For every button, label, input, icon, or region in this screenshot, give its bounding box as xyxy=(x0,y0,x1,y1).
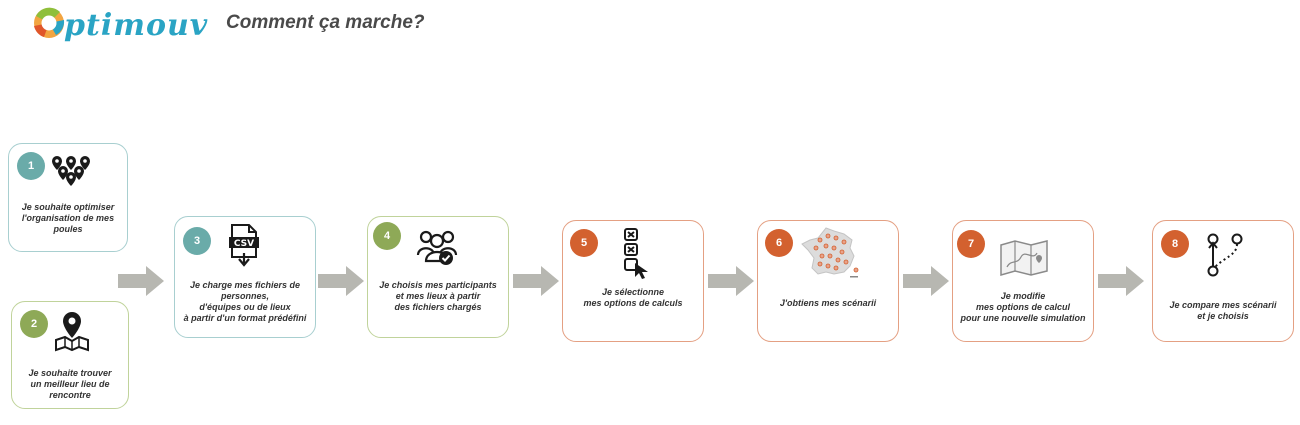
logo-text: ptimouv xyxy=(64,8,209,43)
flow-arrow xyxy=(118,266,164,296)
step-number-badge: 5 xyxy=(570,229,598,257)
france-map-icon xyxy=(801,227,859,278)
flow-arrow xyxy=(513,266,559,296)
step-description: Je modifie mes options de calcul pour un… xyxy=(960,291,1086,323)
branch-compare-icon xyxy=(1207,233,1243,277)
flow-arrow xyxy=(318,266,364,296)
svg-text:CSV: CSV xyxy=(234,239,254,249)
step-number-badge: 3 xyxy=(183,227,211,255)
step-description: Je souhaite trouver un meilleur lieu de … xyxy=(28,368,112,400)
step-number-badge: 7 xyxy=(957,230,985,258)
step-description: Je compare mes scénarii et je choisis xyxy=(1169,300,1277,321)
step-description: Je choisis mes participants et mes lieux… xyxy=(379,280,497,312)
page-title: Comment ça marche? xyxy=(226,12,425,33)
step-description: Je charge mes fichiers de personnes, d'é… xyxy=(183,280,307,323)
checkbox-select-icon xyxy=(624,228,648,279)
multiple-location-pins-icon xyxy=(52,156,90,186)
step-number-badge: 6 xyxy=(765,229,793,257)
step-card-3: 3 CSV Je charge mes fichiers de personne… xyxy=(174,216,316,338)
flow-arrow xyxy=(903,266,949,296)
step-card-5: 5 Je sélectionne mes options de calculs xyxy=(562,220,704,342)
step-number-badge: 1 xyxy=(17,152,45,180)
logo-o-icon xyxy=(34,7,65,38)
step-number-badge: 4 xyxy=(373,222,401,250)
map-pin-icon xyxy=(55,312,89,352)
step-number-badge: 8 xyxy=(1161,230,1189,258)
step-card-2: 2 Je souhaite trouver un meilleur lieu d… xyxy=(11,301,129,409)
step-card-7: 7 Je modifie mes options de calcul pour … xyxy=(952,220,1094,342)
users-check-icon xyxy=(416,230,458,265)
flow-arrow xyxy=(708,266,754,296)
flow-arrow xyxy=(1098,266,1144,296)
step-number-badge: 2 xyxy=(20,310,48,338)
step-description: J'obtiens mes scénarii xyxy=(779,298,877,308)
step-description: Je souhaite optimiser l'organisation de … xyxy=(21,202,115,234)
folded-map-icon xyxy=(1000,240,1048,276)
csv-file-icon: CSV xyxy=(229,224,259,267)
step-description: Je sélectionne mes options de calculs xyxy=(583,287,683,308)
step-card-8: 8 Je compare mes scénarii et je choisis xyxy=(1152,220,1294,342)
logo: ptimouv xyxy=(30,2,207,50)
step-card-4: 4 Je choisis mes participants et mes lie… xyxy=(367,216,509,338)
step-card-6: 6 J'obtiens mes scénarii xyxy=(757,220,899,342)
step-card-1: 1 Je souhaite optimiser l'organisation d… xyxy=(8,143,128,252)
